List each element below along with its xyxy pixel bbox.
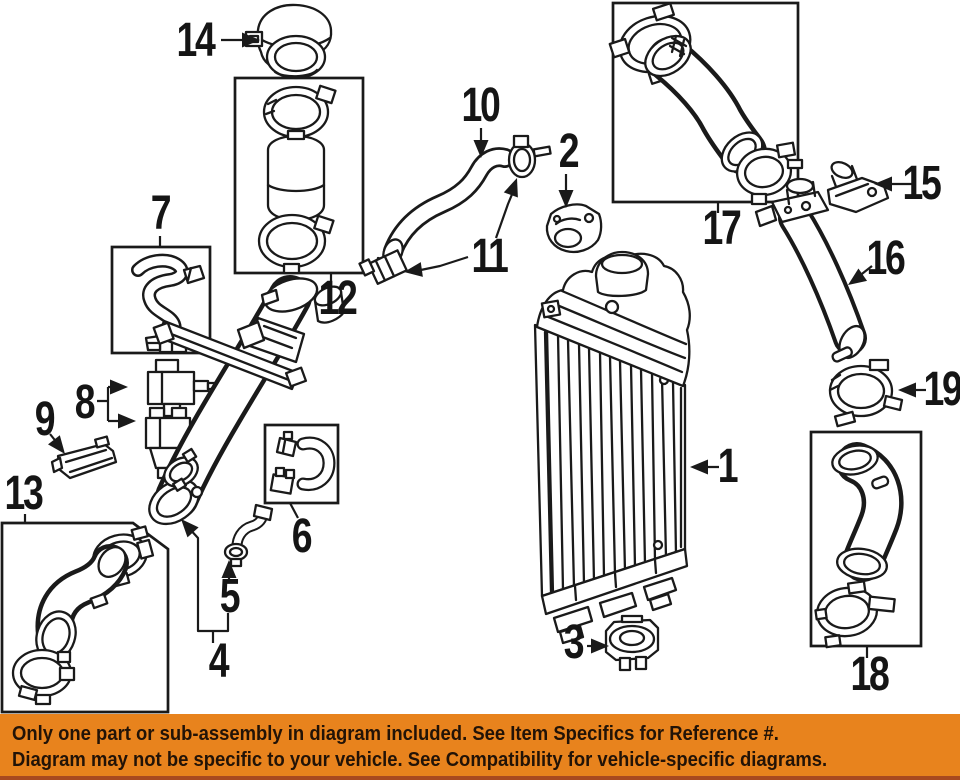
callout-9-label: 9 — [34, 393, 56, 446]
part-4-charge-pipe-assembly — [148, 275, 346, 526]
callout-5-label: 5 — [219, 570, 241, 623]
callout-3-label: 3 — [563, 616, 585, 669]
part-3-mount — [604, 614, 660, 672]
part-16-pipe — [754, 177, 867, 363]
hose-marking — [668, 34, 688, 58]
callout-2-label: 2 — [558, 125, 580, 178]
banner-line-2: Diagram may not be specific to your vehi… — [12, 748, 828, 771]
part-17-hose-kit — [608, 2, 804, 206]
callout-6-label: 6 — [291, 510, 313, 563]
callout-19-label: 19 — [923, 363, 960, 416]
callout-4-label: 4 — [208, 635, 230, 688]
part-2-bracket — [545, 203, 603, 254]
part-11-clamp-spare — [358, 249, 408, 285]
part-5-sensor-pipe — [223, 503, 274, 568]
part-9-bracket — [50, 435, 118, 480]
part-14-air-duct — [244, 3, 333, 80]
callout-8-label: 8 — [74, 376, 96, 429]
diagram-line-art — [0, 1, 926, 714]
part-1-intercooler — [533, 250, 691, 645]
part-6-hose-kit — [269, 430, 336, 495]
callout-7-label: 7 — [150, 187, 172, 240]
callout-11-label: 11 — [471, 230, 509, 283]
callout-15-label: 15 — [902, 157, 942, 210]
part-12-hose-and-clamps — [257, 84, 337, 275]
intercooler-fins — [545, 329, 678, 596]
part-18-hose-kit — [814, 442, 904, 649]
callout-1-label: 1 — [717, 440, 739, 493]
part-19-clamp — [828, 358, 904, 428]
callout-17-label: 17 — [702, 202, 742, 255]
part-11-clamp-upper — [507, 134, 552, 179]
banner-bottom-strip — [0, 776, 960, 780]
callout-12-label: 12 — [318, 272, 358, 325]
part-15-sensor — [826, 160, 890, 214]
callout-14-label: 14 — [176, 14, 216, 67]
callout-16-label: 16 — [866, 232, 906, 285]
disclaimer-banner: Only one part or sub-assembly in diagram… — [0, 714, 960, 780]
callout-leaders — [23, 32, 926, 658]
callout-10-label: 10 — [461, 79, 501, 132]
callout-18-label: 18 — [850, 648, 890, 701]
banner-line-1: Only one part or sub-assembly in diagram… — [12, 722, 779, 745]
callout-13-label: 13 — [4, 467, 44, 520]
part-13-elbow-hose-kit — [11, 525, 155, 706]
